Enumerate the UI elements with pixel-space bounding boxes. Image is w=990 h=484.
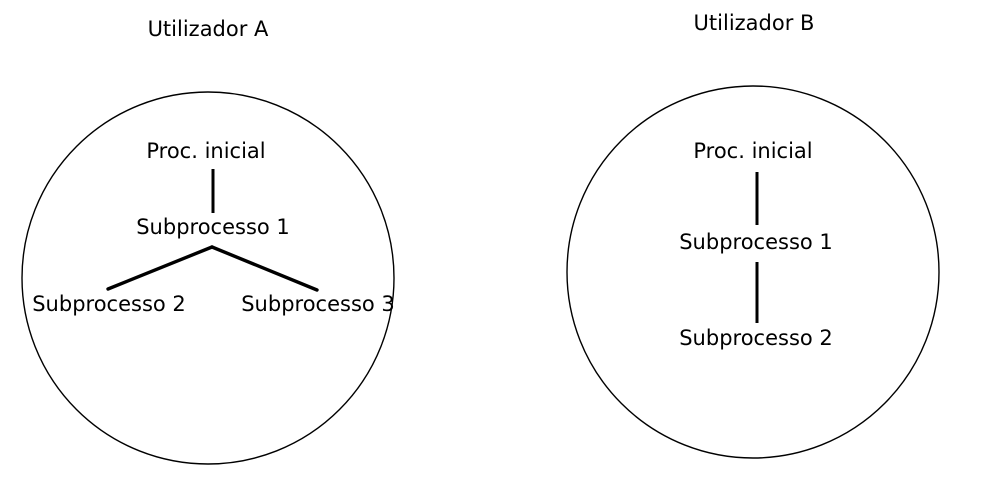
boundary-circle-utilizador-a	[21, 91, 395, 465]
group-utilizador-a: Utilizador A Proc. inicial Subprocesso 1…	[21, 17, 395, 465]
node-b-subprocesso-1: Subprocesso 1	[679, 230, 833, 254]
edge-a-sub1-to-sub3	[210, 245, 319, 292]
group-title-utilizador-b: Utilizador B	[694, 11, 815, 35]
node-b-proc-inicial: Proc. inicial	[693, 139, 812, 163]
node-a-subprocesso-2: Subprocesso 2	[32, 292, 186, 316]
group-title-utilizador-a: Utilizador A	[148, 17, 269, 41]
node-a-subprocesso-1: Subprocesso 1	[136, 215, 290, 239]
node-b-subprocesso-2: Subprocesso 2	[679, 326, 833, 350]
boundary-circle-utilizador-b	[566, 85, 940, 459]
node-a-proc-inicial: Proc. inicial	[146, 139, 265, 163]
node-a-subprocesso-3: Subprocesso 3	[241, 292, 395, 316]
edge-a-sub1-to-sub2	[106, 245, 214, 291]
group-utilizador-b: Utilizador B Proc. inicial Subprocesso 1…	[566, 11, 940, 459]
